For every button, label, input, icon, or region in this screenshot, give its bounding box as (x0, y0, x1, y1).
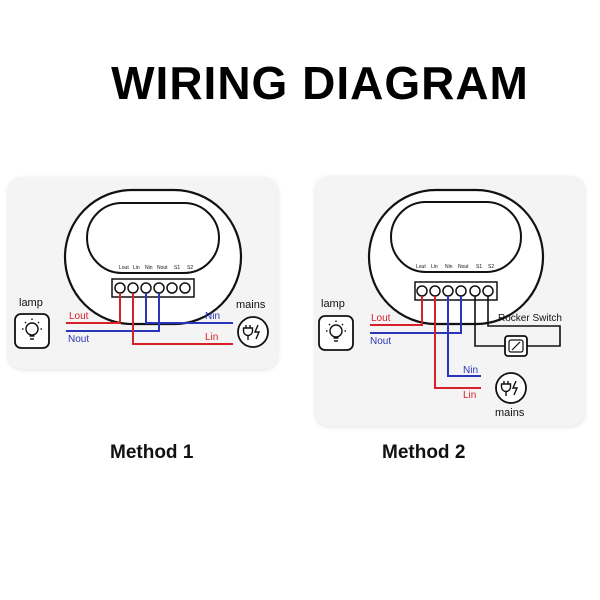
terminal-lin (127, 282, 139, 294)
rocker-switch-label: Rocker Switch (498, 313, 562, 324)
method-1-panel: Lout Lin Nin Nout S1 S2 Lout Nout Nin Li… (8, 177, 278, 369)
wire-lout (66, 293, 121, 324)
terminal-lout (114, 282, 126, 294)
rocker-switch-toggle (511, 341, 521, 351)
mains-label: mains (495, 407, 525, 419)
plug-icon (242, 324, 261, 340)
terminal-label-s1: S1 (476, 264, 482, 270)
wire-s1 (474, 296, 505, 347)
mains-label: mains (236, 299, 266, 311)
lamp-box (14, 313, 50, 349)
wire-nin (447, 296, 481, 377)
wire-lin (132, 293, 233, 345)
device-window (390, 201, 522, 273)
method-1-caption: Method 1 (110, 442, 194, 463)
terminal-label-s2: S2 (488, 264, 494, 270)
method-1-diagram: Lout Lin Nin Nout S1 S2 Lout Nout Nin Li… (14, 188, 269, 349)
label-lout: Lout (371, 313, 391, 324)
lamp-label: lamp (321, 298, 345, 310)
method-2-caption: Method 2 (382, 442, 466, 463)
wire-lout (370, 296, 423, 326)
label-lin: Lin (463, 390, 476, 401)
label-nin: Nin (463, 365, 478, 376)
label-lin: Lin (205, 332, 218, 343)
method-2-panel: Lout Lin Nin Nout S1 S2 Rocker Switch Lo… (315, 176, 585, 426)
label-nout: Nout (68, 334, 89, 345)
wire-nin (145, 293, 233, 324)
terminal-label-nin: Nin (145, 265, 153, 271)
terminal-s2 (482, 285, 494, 297)
terminal-lout (416, 285, 428, 297)
terminal-nout (455, 285, 467, 297)
terminal-lin (429, 285, 441, 297)
terminal-label-lin: Lin (431, 264, 438, 270)
label-nout: Nout (370, 336, 391, 347)
terminal-label-nin: Nin (445, 264, 453, 270)
terminal-label-lout: Lout (119, 265, 129, 271)
lamp-box (318, 315, 354, 351)
wire-s2 (487, 296, 561, 347)
terminal-nin (140, 282, 152, 294)
terminal-label-lin: Lin (133, 265, 140, 271)
terminal-label-nout: Nout (157, 265, 168, 271)
terminal-s1 (469, 285, 481, 297)
terminal-label-lout: Lout (416, 264, 426, 270)
terminal-s2 (179, 282, 191, 294)
terminal-label-nout: Nout (458, 264, 469, 270)
terminal-label-s2: S2 (187, 265, 193, 271)
terminal-s1 (166, 282, 178, 294)
wire-nout (370, 296, 462, 334)
lamp-label: lamp (19, 297, 43, 309)
page-title: WIRING DIAGRAM (111, 57, 529, 109)
wire-nout (66, 293, 160, 332)
lamp-icon (326, 320, 346, 342)
plug-icon (500, 380, 519, 396)
lamp-icon (22, 318, 42, 340)
terminal-nin (442, 285, 454, 297)
terminal-label-s1: S1 (174, 265, 180, 271)
wire-lin (434, 296, 481, 389)
method-2-diagram: Lout Lin Nin Nout S1 S2 Rocker Switch Lo… (318, 188, 562, 419)
label-lout: Lout (69, 311, 89, 322)
label-nin: Nin (205, 311, 220, 322)
device-window (86, 202, 220, 274)
terminal-nout (153, 282, 165, 294)
